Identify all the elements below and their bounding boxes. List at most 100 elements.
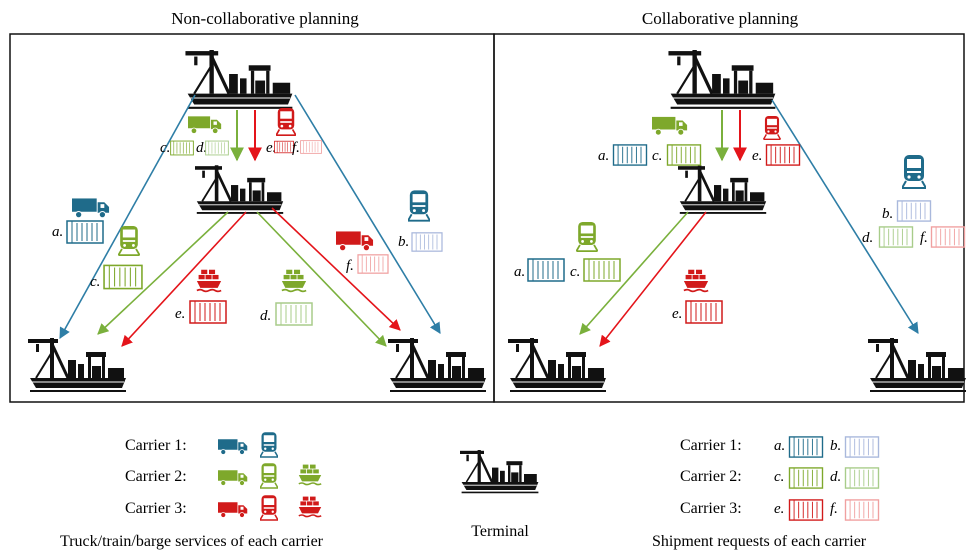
truck-icon [218, 501, 248, 518]
terminal-icon [868, 338, 968, 393]
shipment-label-c: c. [570, 264, 580, 280]
legend-request-carrier2: Carrier 2: [680, 468, 742, 485]
truck-icon [652, 116, 688, 136]
terminal-icon [388, 338, 488, 393]
terminal-icon [460, 450, 540, 494]
shipment-label-d: d. [862, 230, 873, 246]
shipment-label-c: c. [652, 148, 662, 164]
container-icon [205, 140, 229, 156]
shipment-label-f: f. [346, 258, 354, 274]
container-icon [685, 300, 723, 324]
shipment-label-b: b. [398, 234, 409, 250]
container-icon [788, 467, 824, 489]
container-icon [896, 200, 932, 222]
shipment-label-c: c. [774, 469, 784, 485]
truck-icon [218, 469, 248, 486]
train-icon [260, 463, 278, 489]
shipment-label-d: d. [260, 308, 271, 324]
barge-icon [281, 268, 307, 293]
truck-icon [218, 438, 248, 455]
terminal-icon [185, 50, 295, 110]
legend: Carrier 1: Carrier 2: Carrier 3: Truck/t… [60, 432, 880, 550]
barge-icon [298, 463, 322, 486]
train-icon [902, 155, 926, 189]
terminal-icon [678, 165, 768, 215]
truck-icon [72, 197, 110, 219]
shipment-label-e: e. [175, 306, 185, 322]
left-panel: c. d. e. f. a. c. e. d. b. f. [28, 50, 488, 393]
container-icon [844, 467, 880, 489]
container-icon [788, 436, 824, 458]
shipment-label-a: a. [598, 148, 609, 164]
route-arrow [599, 211, 707, 347]
route-arrow [97, 211, 229, 335]
train-icon [276, 108, 296, 136]
container-icon [878, 226, 914, 248]
route-arrow [59, 94, 196, 339]
container-icon [765, 144, 801, 166]
shipment-label-f: f. [292, 140, 300, 156]
container-icon [357, 254, 389, 274]
shipment-label-c: c. [90, 274, 100, 290]
shipment-label-a: a. [52, 224, 63, 240]
container-icon [527, 258, 565, 282]
barge-icon [683, 268, 709, 293]
shipment-label-e: e. [266, 140, 276, 156]
container-icon [411, 232, 443, 252]
terminal-caption: Terminal [471, 523, 529, 540]
train-icon [576, 222, 598, 252]
legend-request-carrier1: Carrier 1: [680, 437, 742, 454]
terminal-icon [195, 165, 285, 215]
container-icon [103, 264, 143, 290]
container-icon [844, 499, 880, 521]
route-arrow [271, 207, 401, 331]
shipment-label-e: e. [752, 148, 762, 164]
route-arrow [771, 99, 919, 334]
shipment-label-f: f. [830, 501, 838, 517]
container-icon [189, 300, 227, 324]
train-icon [260, 495, 278, 521]
container-icon [275, 302, 313, 326]
route-arrow [294, 94, 441, 334]
route-arrow [579, 211, 689, 335]
terminal-icon [668, 50, 778, 110]
shipment-label-b: b. [830, 438, 841, 454]
shipment-label-d: d. [830, 469, 841, 485]
container-icon [66, 220, 104, 244]
train-icon [118, 226, 140, 256]
terminal-icon [508, 338, 608, 393]
shipment-label-c: c. [160, 140, 170, 156]
legend-carrier1: Carrier 1: [125, 437, 187, 454]
container-icon [170, 140, 194, 156]
right-panel: a. c. e. b. d. f. a. c. e. [508, 50, 968, 393]
shipment-label-a: a. [514, 264, 525, 280]
container-icon [274, 140, 294, 154]
left-panel-title: Non-collaborative planning [171, 9, 359, 28]
barge-icon [298, 495, 322, 518]
container-icon [788, 499, 824, 521]
legend-carrier2: Carrier 2: [125, 468, 187, 485]
legend-carrier3: Carrier 3: [125, 500, 187, 517]
shipment-label-e: e. [672, 306, 682, 322]
truck-icon [188, 115, 222, 135]
container-icon [844, 436, 880, 458]
train-icon [762, 116, 782, 140]
route-arrow [121, 211, 247, 347]
train-icon [260, 432, 278, 458]
terminal-icon [28, 338, 128, 393]
shipment-label-d: d. [196, 140, 207, 156]
container-icon [666, 144, 702, 166]
train-icon [408, 190, 430, 222]
shipment-label-b: b. [882, 206, 893, 222]
container-icon [930, 226, 966, 248]
truck-icon [336, 230, 374, 252]
services-caption: Truck/train/barge services of each carri… [60, 533, 324, 550]
right-panel-title: Collaborative planning [642, 9, 799, 28]
requests-caption: Shipment requests of each carrier [652, 533, 867, 550]
barge-icon [196, 268, 222, 293]
container-icon [300, 140, 322, 154]
container-icon [612, 144, 648, 166]
shipment-label-e: e. [774, 501, 784, 517]
shipment-label-a: a. [774, 438, 785, 454]
